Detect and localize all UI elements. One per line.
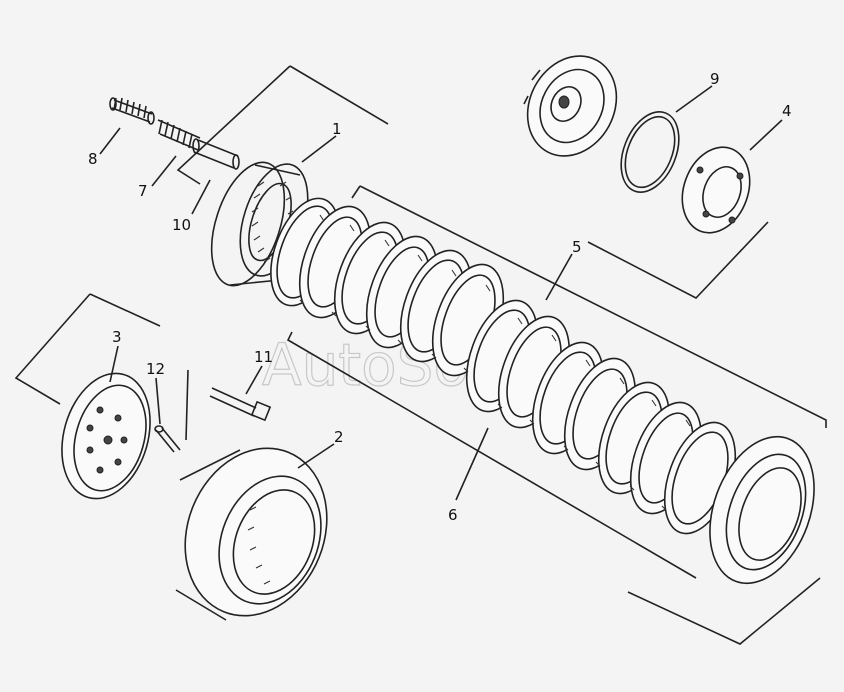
- leader-7: [151, 155, 177, 187]
- callout-3: 3: [112, 328, 122, 346]
- leader-2: [297, 443, 335, 469]
- leader-4: [749, 119, 783, 151]
- part-12-pin: [154, 425, 181, 453]
- part-3-disc: [61, 372, 151, 500]
- part-11-bolt: [209, 387, 272, 422]
- callout-8: 8: [88, 150, 98, 168]
- callout-11: 11: [254, 348, 273, 366]
- leader-10: [191, 179, 211, 215]
- leader-11: [245, 365, 263, 395]
- leader-1: [301, 135, 337, 163]
- group-brackets: [14, 65, 827, 645]
- callout-4: 4: [782, 102, 792, 120]
- leader-6: [455, 427, 489, 501]
- callout-7: 7: [138, 182, 148, 200]
- callout-10: 10: [172, 216, 191, 234]
- part-2-drum: [175, 447, 328, 621]
- part-7-spring-pin: [157, 119, 240, 170]
- top-cover-piston: [523, 55, 618, 157]
- part-9-snap-ring: [620, 111, 680, 193]
- part-4-flange: [681, 146, 751, 234]
- leader-5: [545, 253, 573, 301]
- part-8-spring: [109, 97, 155, 125]
- callout-12: 12: [146, 360, 165, 378]
- callout-1: 1: [332, 120, 342, 138]
- callout-5: 5: [572, 238, 582, 256]
- clutch-plate-stack: [270, 197, 737, 535]
- callout-2: 2: [334, 428, 344, 446]
- leader-8: [99, 127, 121, 155]
- pressure-plate: [709, 435, 815, 585]
- callout-6: 6: [448, 506, 458, 524]
- leader-3: [109, 345, 119, 383]
- leader-12: [155, 377, 161, 425]
- leader-lines: [99, 85, 783, 501]
- callout-labels: 1 2 3 4 5 6 7 8 9 10 11 12: [88, 70, 792, 524]
- callout-9: 9: [710, 70, 720, 88]
- leader-9: [675, 85, 713, 113]
